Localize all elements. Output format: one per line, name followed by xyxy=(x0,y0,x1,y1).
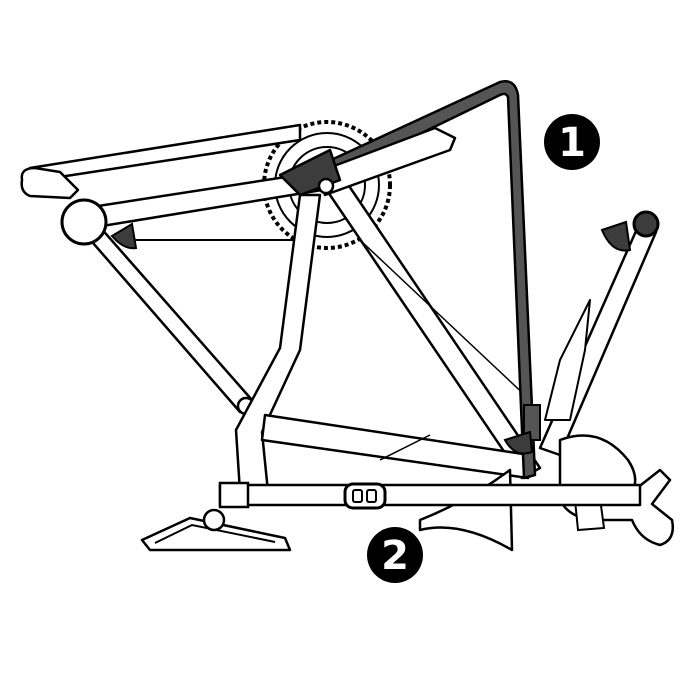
strap-1-clip xyxy=(503,430,534,455)
callout-1-label: 1 xyxy=(558,120,586,166)
left-diagonal-leg xyxy=(78,216,254,414)
strap-2-left-end xyxy=(218,481,250,509)
pedal xyxy=(140,516,292,552)
strap-2-buckle xyxy=(343,482,387,510)
callout-2-label: 2 xyxy=(381,533,409,579)
callout-2-badge: 2 xyxy=(367,527,423,583)
right-arm-inner xyxy=(544,299,591,421)
left-cradle-pad xyxy=(110,222,138,250)
pedal-axle xyxy=(202,508,226,532)
top-tube-back xyxy=(28,123,302,182)
right-arm-knob xyxy=(632,210,660,238)
strap-2 xyxy=(218,483,642,507)
left-handle xyxy=(20,166,80,200)
lower-brace-accent xyxy=(379,434,431,461)
down-tube-line xyxy=(359,239,531,401)
right-cradle-pad xyxy=(600,220,632,252)
callout-1-badge: 1 xyxy=(544,114,600,170)
left-pivot-knob xyxy=(60,198,108,246)
pedal-inner xyxy=(154,523,276,544)
strap-2-buckle-slot-right xyxy=(366,489,377,503)
callout-2-circle xyxy=(367,527,423,583)
callout-1-circle xyxy=(544,114,600,170)
top-clamp-pivot xyxy=(317,177,335,195)
strap-1-buckle xyxy=(523,404,541,441)
strap-2-buckle-slot-left xyxy=(352,489,363,503)
strap-1 xyxy=(290,80,537,480)
bumper-arc xyxy=(418,468,514,552)
